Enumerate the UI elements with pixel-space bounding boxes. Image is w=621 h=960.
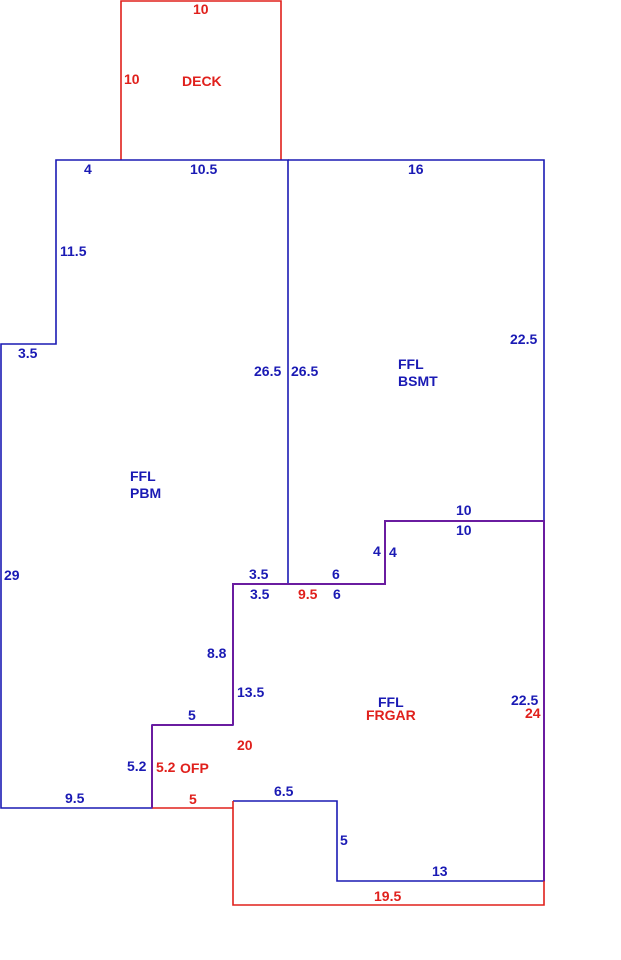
dim-bsmt-top: 16 [408,161,424,177]
dim-bsmt-bottom: 10 [456,502,472,518]
dim-frgar-top: 10 [456,522,472,538]
dim-bsmt-left: 26.5 [291,363,318,379]
deck-label: DECK [182,73,222,89]
dim-frgar-right: 22.5 [511,692,538,708]
pbm-label-line2: PBM [130,485,161,501]
dim-ofp-left-red: 5.2 [156,759,176,775]
dim-frgar-bottom-red: 19.5 [374,888,401,904]
deck-outline [120,0,282,160]
dim-pbm-top-left: 4 [84,161,92,177]
frgar-outline-red [232,801,545,906]
bsmt-label-line1: FFL [398,356,424,372]
dim-frgar-top-red: 9.5 [298,586,318,602]
dim-deck-top: 10 [193,1,209,17]
dim-deck-left: 10 [124,71,140,87]
shared-edge-frgar-bsmt [232,520,545,881]
frgar-label-line1: FFL [378,694,404,710]
dim-pbm-step: 3.5 [18,345,38,361]
dim-pbm-top: 10.5 [190,161,217,177]
dim-bsmt-bottom-step: 6 [332,566,340,582]
dim-pbm-bottom: 9.5 [65,790,85,806]
dim-frgar-bottom-step: 6.5 [274,783,294,799]
ofp-label: OFP [180,760,209,776]
frgar-label-line2: FRGAR [366,707,416,723]
dim-frgar-bottom: 13 [432,863,448,879]
bsmt-label-line2: BSMT [398,373,438,389]
dim-pbm-step-bottom: 3.5 [249,566,269,582]
pbm-outline [0,159,289,809]
dim-frgar-right-red: 24 [525,705,541,721]
dim-frgar-left-red: 20 [237,737,253,753]
dim-frgar-left: 13.5 [237,684,264,700]
dim-pbm-left-upper: 11.5 [60,243,87,259]
dim-bsmt-right: 22.5 [510,331,537,347]
dim-pbm-right: 26.5 [254,363,281,379]
pbm-label-line1: FFL [130,468,156,484]
dim-frgar-step-top: 3.5 [250,586,270,602]
dim-frgar-step-mid: 6 [333,586,341,602]
dim-ofp-left-blue: 5.2 [127,758,147,774]
dim-pbm-inner: 8.8 [207,645,227,661]
dim-ofp-bottom: 5 [189,791,197,807]
dim-bsmt-notch: 4 [373,543,381,559]
dim-frgar-bottom-notch: 5 [340,832,348,848]
dim-pbm-left: 29 [4,567,20,583]
dim-frgar-notch: 4 [389,544,397,560]
dim-ofp-top: 5 [188,707,196,723]
